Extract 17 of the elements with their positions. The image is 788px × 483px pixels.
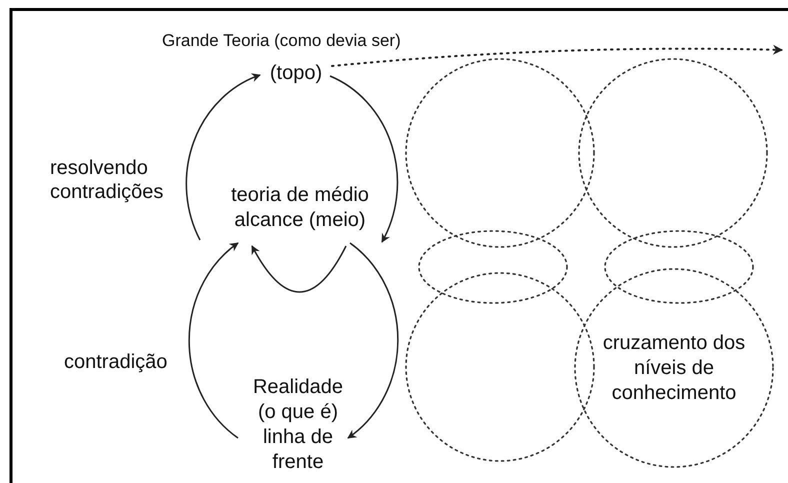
dotted-ellipse: [418, 230, 568, 304]
dotted-circle: [578, 58, 768, 248]
arrow: [186, 74, 261, 240]
arrow: [188, 242, 239, 439]
arrow: [251, 245, 347, 293]
dotted-circle: [405, 272, 595, 462]
arrow: [347, 242, 399, 439]
dotted-circle: [574, 268, 774, 468]
level-label: teoria de médio alcance (meio): [225, 170, 375, 246]
dotted-circle: [405, 58, 595, 248]
circle-label: cruzamento dos níveis de conhecimento: [602, 330, 746, 406]
dotted-ellipse: [604, 230, 754, 304]
arrow: [330, 75, 398, 243]
level-label: (topo): [264, 62, 328, 84]
heading-label: Grande Teoria (como devia ser): [162, 31, 401, 52]
level-label: Realidade (o que é) linha de frente: [250, 374, 346, 476]
arrow: [331, 44, 783, 67]
